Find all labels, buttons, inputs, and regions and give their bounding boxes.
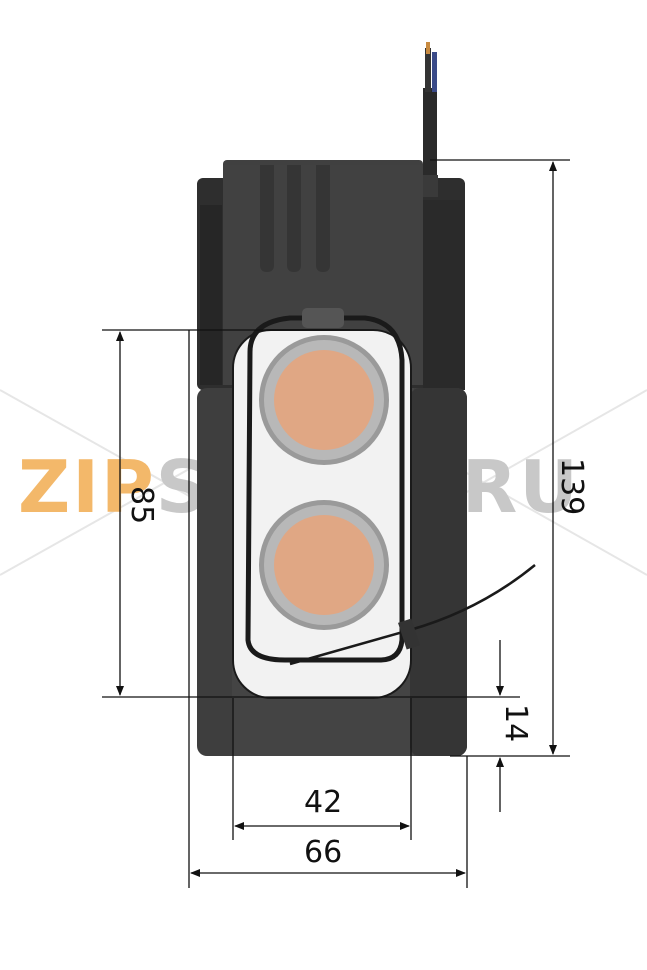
dimension-lines (102, 159, 570, 888)
watermark-prefix: ZIP (18, 445, 156, 529)
conductor-bottom (259, 500, 389, 630)
dim-bottom-offset: 14 (498, 704, 533, 742)
conductor-top (259, 335, 389, 465)
dim-total-height: 139 (554, 458, 589, 515)
side-wire (289, 564, 536, 666)
dim-window-width: 42 (304, 785, 342, 820)
dim-window-height: 85 (124, 486, 159, 524)
dim-total-width: 66 (304, 835, 342, 870)
cable-icon (423, 42, 437, 183)
